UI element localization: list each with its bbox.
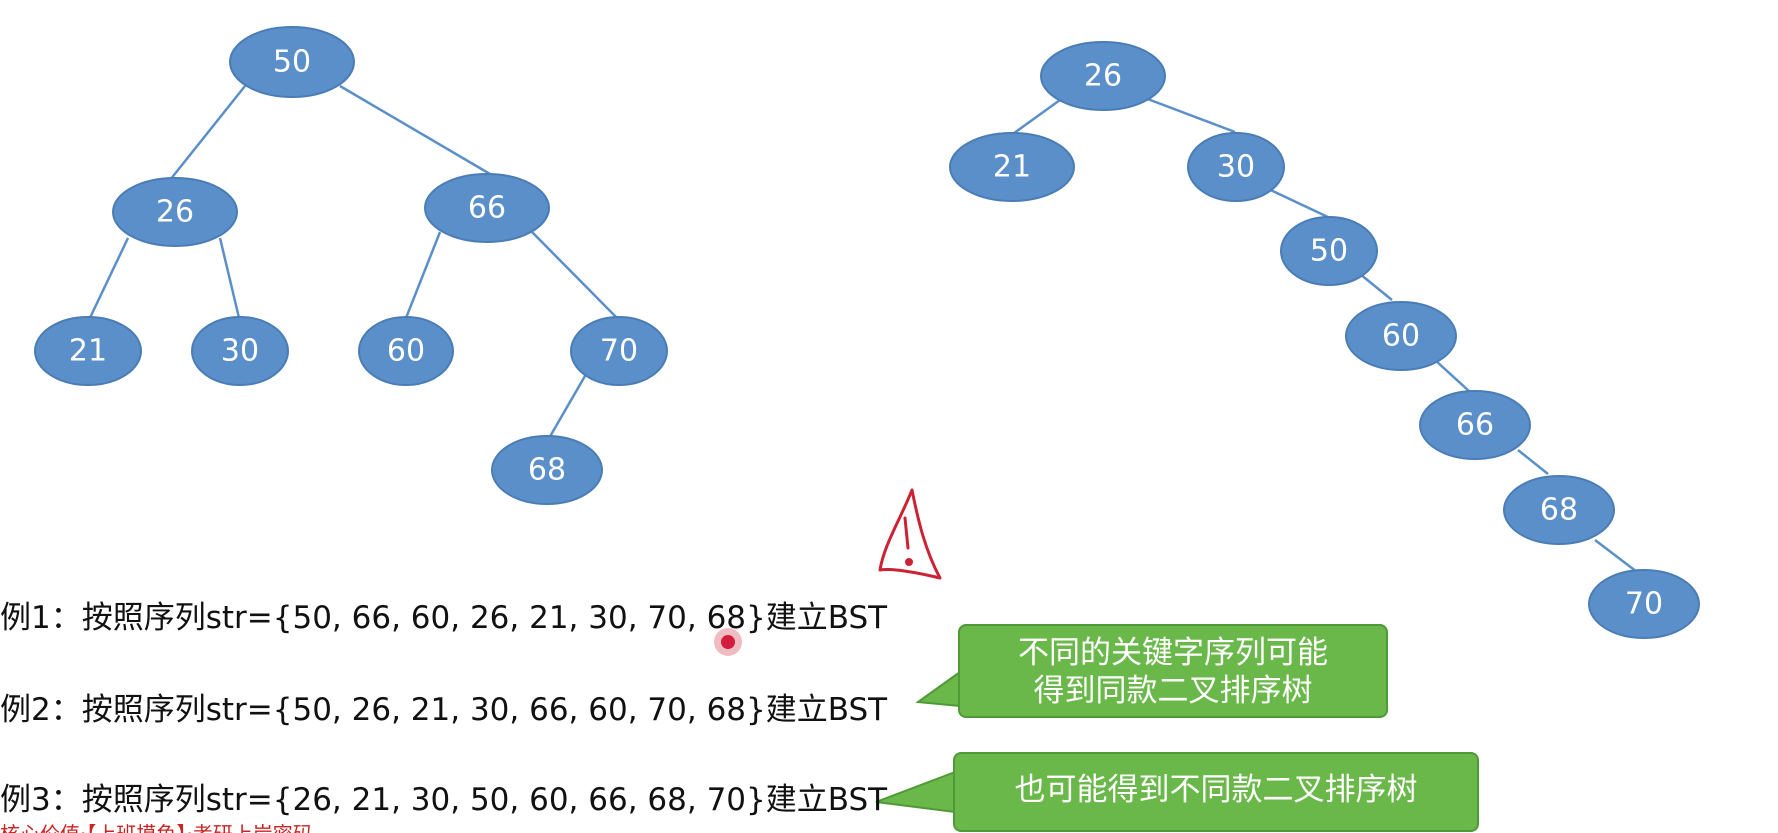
tree1-node-68: 68: [491, 435, 603, 505]
example-2: 例2：按照序列str={50, 26, 21, 30, 66, 60, 70, …: [0, 684, 887, 729]
edge-66-70: [531, 231, 618, 319]
tree2-node-70: 70: [1588, 569, 1700, 639]
example-3-text: 按照序列str={26, 21, 30, 50, 60, 66, 68, 70}…: [81, 782, 888, 818]
edge-50-26: [169, 85, 246, 181]
svg-text:26: 26: [1084, 59, 1122, 94]
callout-different-tree: 也可能得到不同款二叉排序树: [953, 752, 1479, 832]
svg-text:68: 68: [1540, 493, 1578, 528]
tree2-node-21: 21: [949, 132, 1075, 202]
edge-66-60: [404, 231, 442, 319]
svg-text:50: 50: [1310, 234, 1348, 269]
edge-26-21: [86, 237, 130, 323]
tree1-node-70: 70: [570, 316, 668, 386]
example-1: 例1：按照序列str={50, 66, 60, 26, 21, 30, 70, …: [0, 592, 887, 637]
tree1-node-50: 50: [229, 26, 355, 98]
example-1-label: 例1：: [0, 600, 82, 636]
tree2-node-26: 26: [1040, 41, 1166, 111]
svg-text:21: 21: [69, 334, 107, 369]
tree1-node-26: 26: [112, 177, 238, 247]
svg-text:26: 26: [156, 195, 194, 230]
svg-text:66: 66: [1456, 408, 1494, 443]
edge-50-60: [1359, 273, 1393, 301]
tree1-node-21: 21: [34, 316, 142, 386]
tree2-node-60: 60: [1345, 301, 1457, 371]
tree1-edges: [86, 84, 618, 441]
tree2-edges: [1009, 96, 1646, 579]
edge-30-50: [1261, 184, 1331, 220]
callout-same-tree-line2: 得到同款二叉排序树: [1033, 673, 1313, 709]
footer-watermark: 核心价值·【上班摸鱼】·考研上岸密码: [0, 818, 313, 833]
svg-text:60: 60: [387, 334, 425, 369]
svg-text:50: 50: [273, 45, 311, 80]
edge-60-66: [1434, 359, 1471, 393]
example-2-label: 例2：: [0, 692, 82, 728]
svg-text:30: 30: [1217, 150, 1255, 185]
edge-26-30: [218, 237, 242, 323]
svg-text:70: 70: [1625, 587, 1663, 622]
svg-text:70: 70: [600, 334, 638, 369]
tree1-node-60: 60: [358, 316, 454, 386]
edge-70-68: [546, 375, 587, 441]
callout-2-pointer: [875, 770, 956, 814]
example-1-text: 按照序列str={50, 66, 60, 26, 21, 30, 70, 68}…: [81, 600, 888, 636]
handwritten-warning-icon: [878, 488, 942, 580]
callout-same-tree-line1: 不同的关键字序列可能: [1018, 635, 1328, 671]
svg-text:21: 21: [993, 150, 1031, 185]
tree2-node-50: 50: [1280, 216, 1378, 286]
tree2-node-68: 68: [1503, 475, 1615, 545]
edge-50-66: [339, 84, 491, 176]
callout-different-tree-text: 也可能得到不同款二叉排序树: [1014, 772, 1418, 808]
edge-26-30: [1144, 96, 1236, 134]
edge-26-21: [1009, 98, 1061, 138]
edge-66-68: [1517, 449, 1549, 475]
svg-text:66: 66: [468, 191, 506, 226]
tree1-node-30: 30: [191, 316, 289, 386]
example-2-text: 按照序列str={50, 26, 21, 30, 66, 60, 70, 68}…: [81, 692, 888, 728]
example-3: 例3：按照序列str={26, 21, 30, 50, 60, 66, 68, …: [0, 774, 887, 819]
callout-1-pointer: [915, 670, 961, 708]
svg-text:30: 30: [221, 334, 259, 369]
example-3-label: 例3：: [0, 782, 82, 818]
tree2-node-30: 30: [1187, 132, 1285, 202]
svg-text:68: 68: [528, 453, 566, 488]
svg-text:60: 60: [1382, 319, 1420, 354]
cursor-dot-icon: [714, 628, 742, 656]
tree1-node-66: 66: [424, 173, 550, 243]
tree2-node-66: 66: [1419, 390, 1531, 460]
callout-same-tree: 不同的关键字序列可能 得到同款二叉排序树: [958, 624, 1388, 718]
